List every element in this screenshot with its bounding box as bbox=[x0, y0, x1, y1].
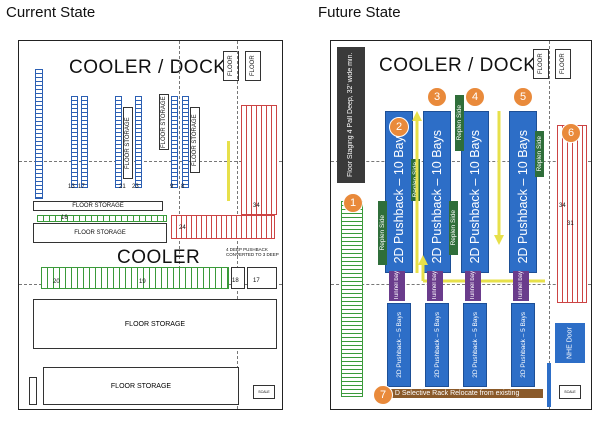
future-tunnel-bay: Tunnel bay bbox=[465, 271, 481, 301]
rack-number: 8 bbox=[181, 184, 185, 190]
future-pushback-10-d: 2D Pushback – 10 Bays bbox=[509, 111, 537, 273]
current-green-rack-row bbox=[41, 267, 229, 289]
current-rack-column bbox=[135, 96, 142, 188]
current-cooler-label: COOLER bbox=[117, 247, 201, 268]
current-red-rack-2 bbox=[171, 215, 275, 239]
rack-number: 34 bbox=[253, 203, 260, 209]
current-floor-storage-v2: FLOOR STORAGE bbox=[159, 94, 169, 150]
current-wall-rack bbox=[35, 69, 43, 199]
rack-number: 9 bbox=[170, 184, 174, 190]
current-green-rack bbox=[37, 215, 167, 222]
future-floor-staging: Floor Staging 4 Pall Deep, 32' wide min. bbox=[337, 47, 365, 183]
rack-number: 17 bbox=[78, 184, 85, 190]
current-box bbox=[247, 267, 277, 289]
current-floor-box-b: FLOOR bbox=[245, 51, 261, 81]
current-floor-storage-v1: FLOOR STORAGE bbox=[123, 107, 133, 179]
future-pushback-5-c: 2D Pushback – 5 Bays bbox=[463, 303, 487, 387]
current-state-floorplan: COOLER / DOCK FLOOR FLOOR 13 17 FLOOR ST… bbox=[18, 40, 283, 410]
current-pushback-note: 4 DEEP PUSHBACK CONVERTED TO 3 DEEP bbox=[226, 247, 279, 257]
future-state-floorplan: COOLER / DOCK FLOOR FLOOR Floor Staging … bbox=[330, 40, 592, 410]
future-pushback-10-b: 2D Pushback – 10 Bays bbox=[423, 111, 451, 273]
grid-line bbox=[549, 41, 550, 409]
future-cooler-dock-label: COOLER / DOCK bbox=[379, 55, 537, 76]
rack-number: 16 bbox=[61, 215, 68, 221]
future-replen-side: Replen Side bbox=[535, 131, 544, 177]
future-tunnel-bay: Tunnel bay bbox=[513, 271, 529, 301]
marker-circle-1: 1 bbox=[343, 193, 363, 213]
rack-number: 31 bbox=[567, 221, 574, 227]
future-pushback-5-a: 2D Pushback – 5 Bays bbox=[387, 303, 411, 387]
marker-circle-5: 5 bbox=[513, 87, 533, 107]
nhe-door-label: NHE Door bbox=[566, 327, 574, 359]
current-cooler-dock-label: COOLER / DOCK bbox=[69, 57, 227, 78]
current-floor-storage-v3: FLOOR STORAGE bbox=[190, 107, 200, 173]
future-door-path bbox=[547, 363, 551, 407]
rack-number: 23 bbox=[132, 184, 139, 190]
current-rack-column bbox=[182, 96, 189, 188]
marker-circle-2: 2 bbox=[389, 117, 409, 137]
current-state-title: Current State bbox=[6, 4, 96, 21]
grid-line bbox=[19, 161, 282, 162]
current-scale-stamp: SCALE bbox=[253, 385, 275, 399]
current-floor-storage-4: FLOOR STORAGE bbox=[43, 367, 239, 405]
rack-number: 17 bbox=[253, 278, 260, 284]
rack-number: 34 bbox=[559, 203, 566, 209]
future-relocate-bar: 1 D Selective Rack Relocate from existin… bbox=[375, 389, 543, 398]
rack-number: 18 bbox=[232, 278, 239, 284]
marker-circle-4: 4 bbox=[465, 87, 485, 107]
rack-number: 19 bbox=[139, 279, 146, 285]
rack-number: 13 bbox=[68, 184, 75, 190]
current-door bbox=[29, 377, 37, 405]
current-red-rack bbox=[241, 105, 277, 215]
grid-line bbox=[331, 284, 591, 285]
marker-circle-3: 3 bbox=[427, 87, 447, 107]
future-nhe-door: NHE Door bbox=[555, 323, 585, 363]
marker-circle-6: 6 bbox=[561, 123, 581, 143]
rack-number: 21 bbox=[119, 184, 126, 190]
current-rack-column bbox=[115, 96, 122, 188]
future-state-title: Future State bbox=[318, 4, 401, 21]
future-replen-side: Replen Side bbox=[449, 201, 458, 255]
current-floor-storage-2: FLOOR STORAGE bbox=[33, 223, 167, 243]
future-replen-side: Replen Side bbox=[455, 95, 464, 151]
current-rack-column bbox=[81, 96, 88, 188]
current-rack-column bbox=[171, 96, 178, 188]
rack-number: 24 bbox=[179, 225, 186, 231]
future-tunnel-bay: Tunnel bay bbox=[427, 271, 443, 301]
current-rack-column bbox=[71, 96, 78, 188]
future-pushback-5-d: 2D Pushback – 5 Bays bbox=[511, 303, 535, 387]
future-tunnel-bay: Tunnel bay bbox=[389, 271, 405, 301]
marker-circle-7: 7 bbox=[373, 385, 393, 405]
future-red-rack bbox=[557, 125, 587, 303]
current-floor-storage-3: FLOOR STORAGE bbox=[33, 299, 277, 349]
future-scale-stamp: SCALE bbox=[559, 385, 581, 399]
grid-line bbox=[179, 41, 180, 289]
future-pushback-10-c: 2D Pushback – 10 Bays bbox=[461, 111, 489, 273]
future-flow-arrows bbox=[412, 111, 545, 283]
current-floor-storage-1: FLOOR STORAGE bbox=[33, 201, 163, 211]
future-replen-side: Replen Side bbox=[378, 201, 387, 265]
current-tape-line bbox=[227, 141, 230, 201]
current-box bbox=[231, 267, 245, 289]
rack-number: 20 bbox=[53, 279, 60, 285]
future-pushback-5-b: 2D Pushback – 5 Bays bbox=[425, 303, 449, 387]
